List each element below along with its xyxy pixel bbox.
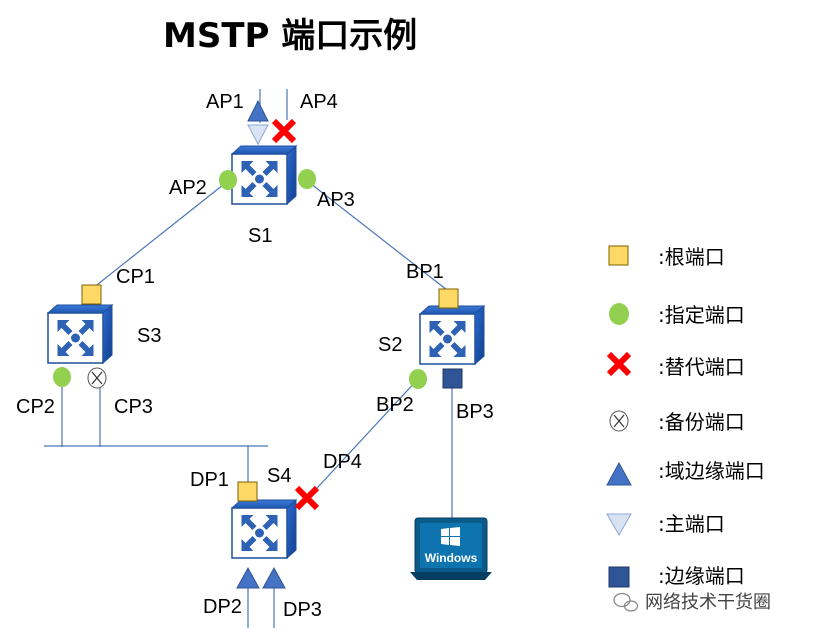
legend-backup-port-label: :备份端口 — [658, 410, 745, 434]
dp1-root-port-icon — [237, 481, 258, 502]
bp1-root-port-icon — [438, 288, 459, 309]
cp2-designated-port-icon — [53, 367, 71, 387]
link-s1-s3 — [92, 180, 229, 289]
switch-s2-label: S2 — [378, 334, 402, 356]
legend-backup-port-icon — [609, 410, 629, 432]
ap3-designated-port-icon — [298, 169, 316, 189]
ap2-label: AP2 — [169, 177, 207, 199]
legend-designated-port-label: :指定端口 — [658, 303, 745, 327]
bp3-edge-port-icon — [442, 368, 463, 389]
cp1-root-port-icon — [81, 284, 102, 305]
legend-root-port-label: :根端口 — [658, 245, 725, 269]
watermark: 网络技术干货圈 — [613, 592, 771, 613]
ap2-designated-port-icon — [219, 170, 237, 190]
ap1-label: AP1 — [206, 91, 244, 113]
legend-alternate-port-label: :替代端口 — [658, 355, 745, 379]
links — [44, 89, 453, 628]
legend-region-edge-port-label: :域边缘端口 — [658, 459, 765, 483]
legend-designated-port-icon — [609, 303, 629, 325]
legend-region-edge-port-icon — [606, 461, 632, 486]
dp2-region-edge-port-icon — [236, 566, 260, 589]
legend-master-port-label: :主端口 — [658, 512, 725, 536]
legend: :根端口 :指定端口 :替代端口 :备份端口 :域边缘端口 :主端口 :边缘端口 — [607, 245, 765, 588]
legend-master-port-icon — [606, 513, 632, 537]
legend-edge-port-icon — [608, 566, 630, 588]
switch-s3-icon — [47, 304, 113, 364]
switch-s4-label: S4 — [267, 465, 291, 487]
dp4-alternate-port-icon — [297, 488, 317, 508]
bp2-designated-port-icon — [409, 369, 427, 389]
dp1-label: DP1 — [190, 469, 229, 491]
cp1-label: CP1 — [116, 266, 155, 288]
ap1-master-port-icon — [247, 124, 269, 146]
wechat-icon — [613, 592, 639, 612]
bp2-label: BP2 — [376, 394, 414, 416]
dp4-label: DP4 — [323, 451, 362, 473]
ap4-label: AP4 — [300, 91, 338, 113]
switch-s3-label: S3 — [137, 325, 161, 347]
bp1-label: BP1 — [406, 261, 444, 283]
cp3-label: CP3 — [114, 396, 153, 418]
legend-root-port-icon — [608, 245, 629, 266]
diagram-title: MSTP 端口示例 — [163, 16, 417, 56]
switch-s1-icon — [231, 145, 297, 205]
switch-s4-icon — [231, 499, 297, 559]
windows-pc-icon: Windows — [410, 517, 492, 580]
cp2-label: CP2 — [16, 396, 55, 418]
dp3-label: DP3 — [283, 599, 322, 621]
dp2-label: DP2 — [203, 596, 242, 618]
ap3-label: AP3 — [317, 189, 355, 211]
bp3-label: BP3 — [456, 401, 494, 423]
legend-edge-port-label: :边缘端口 — [658, 564, 745, 588]
ap1-region-edge-port-icon — [247, 99, 269, 122]
switch-s1-label: S1 — [248, 225, 272, 247]
ap4-alternate-port-icon — [274, 121, 294, 141]
pc-label: Windows — [425, 551, 478, 565]
switch-s2-icon — [419, 305, 485, 365]
link-s2-s4 — [305, 378, 419, 501]
dp3-region-edge-port-icon — [262, 566, 286, 589]
legend-alternate-port-icon — [609, 354, 629, 374]
cp3-backup-port-icon — [87, 367, 107, 389]
watermark-text: 网络技术干货圈 — [645, 592, 771, 613]
link-s1-s2 — [305, 179, 448, 291]
